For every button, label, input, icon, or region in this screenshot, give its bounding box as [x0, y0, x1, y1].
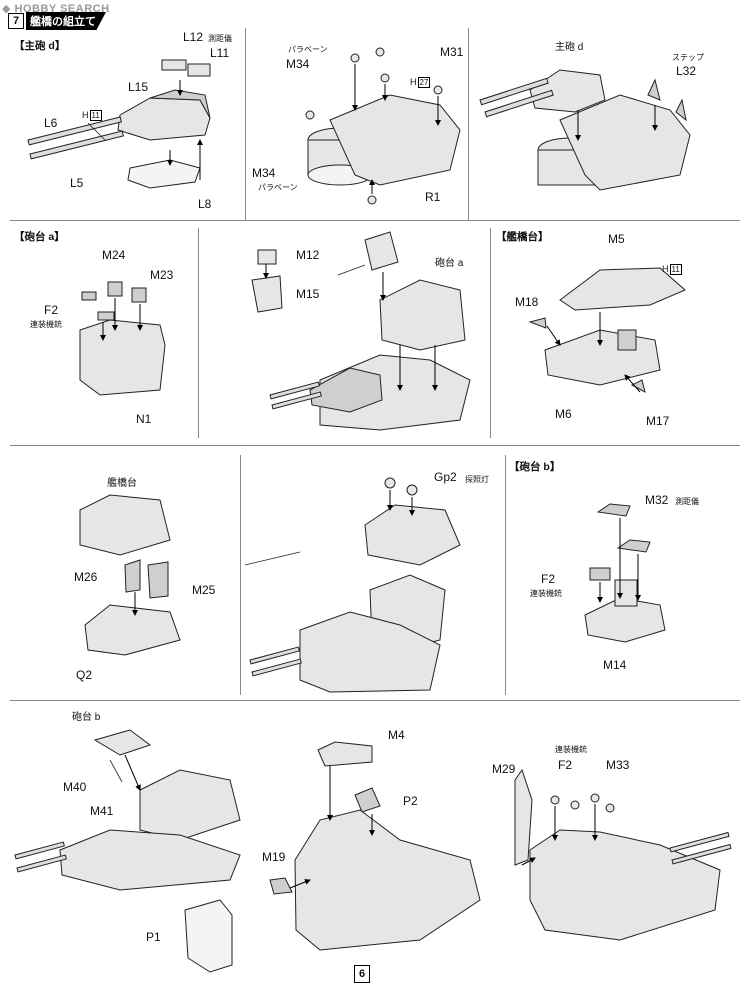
r1-deck-drawing	[305, 47, 461, 205]
label-L32: L32	[676, 64, 697, 78]
label-gun-mount-a2: 砲台 a	[435, 258, 464, 269]
divider-v3	[198, 228, 199, 438]
divider-row1	[10, 220, 740, 221]
note-twin-mg-a: 連装機銃	[30, 320, 62, 329]
label-F2c: F2	[558, 758, 573, 772]
label-N1: N1	[136, 412, 152, 426]
label-Q2: Q2	[76, 668, 93, 682]
divider-v5	[240, 455, 241, 695]
section-gun-mount-b: 【砲台 b】	[509, 461, 561, 473]
note-rangefinder-b: 測距儀	[675, 497, 699, 506]
label-M31: M31	[440, 45, 464, 59]
page-number: 6	[354, 965, 370, 983]
m14-drawing	[584, 503, 666, 643]
label-L8: L8	[198, 197, 212, 211]
step-title: 艦橋の組立て	[26, 12, 106, 30]
note-paravane-b: パラベーン	[258, 183, 298, 192]
label-L6: L6	[44, 116, 58, 130]
label-Gp2: Gp2	[434, 470, 457, 484]
label-M5: M5	[608, 232, 625, 246]
label-gun-mount-b2: 砲台 b	[72, 712, 101, 723]
label-M29: M29	[492, 762, 516, 776]
section-gun-mount-a: 【砲台 a】	[14, 231, 65, 243]
tower-center-drawing	[269, 741, 481, 951]
bridge-gunmount-drawing	[244, 477, 461, 693]
label-M40: M40	[63, 780, 87, 794]
label-P2: P2	[403, 794, 418, 808]
section-bridge-deck: 【艦橋台】	[496, 231, 549, 243]
label-M18: M18	[515, 295, 539, 309]
label-M25: M25	[192, 583, 216, 597]
label-F2a: F2	[44, 303, 59, 317]
label-M6: M6	[555, 407, 572, 421]
label-M19: M19	[262, 850, 286, 864]
label-M32: M32	[645, 493, 669, 507]
label-M41: M41	[90, 804, 114, 818]
n1-drawing	[79, 281, 166, 396]
step-number: 7	[8, 13, 24, 29]
step-header: 7 艦橋の組立て	[8, 12, 106, 30]
label-L11: L11	[210, 46, 230, 60]
label-L5: L5	[70, 176, 84, 190]
gun-mount-a-drawing	[251, 231, 471, 431]
divider-row2	[10, 445, 740, 446]
main-gun-d-drawing	[27, 59, 211, 189]
label-M33: M33	[606, 758, 630, 772]
note-searchlight: 探照灯	[465, 475, 489, 484]
label-M34b: M34	[252, 166, 276, 180]
label-M12: M12	[296, 248, 320, 262]
divider-v1	[245, 28, 246, 220]
label-L12: L12	[183, 30, 204, 44]
label-R1: R1	[425, 190, 441, 204]
note-step: ステップ	[672, 53, 704, 62]
divider-v4	[490, 228, 491, 438]
divider-v6	[505, 455, 506, 695]
label-P1: P1	[146, 930, 161, 944]
note-twin-mg-c: 連装機銃	[555, 745, 587, 754]
q2-assembly-drawing	[79, 494, 181, 656]
label-bridge-deck2: 艦橋台	[107, 478, 137, 489]
note-paravane-a: パラベーン	[288, 45, 328, 54]
label-main-gun-d2: 主砲 d	[555, 42, 584, 53]
label-M14: M14	[603, 658, 627, 672]
note-rangefinder-a: 測距儀	[208, 34, 232, 43]
tower-left-drawing	[14, 729, 241, 973]
label-M34a: M34	[286, 57, 310, 71]
divider-row3	[10, 700, 740, 701]
label-M17: M17	[646, 414, 670, 428]
label-M26: M26	[74, 570, 98, 584]
main-gun-on-deck-drawing	[479, 69, 691, 191]
tower-right-drawing	[514, 768, 732, 941]
label-F2b: F2	[541, 572, 556, 586]
bridge-deck-drawing	[528, 267, 686, 393]
label-L15: L15	[128, 80, 149, 94]
section-main-gun-d: 【主砲 d】	[14, 40, 66, 52]
label-M23: M23	[150, 268, 174, 282]
label-M15: M15	[296, 287, 320, 301]
label-M4: M4	[388, 728, 405, 742]
divider-v2	[468, 28, 469, 220]
label-M24: M24	[102, 248, 126, 262]
note-twin-mg-b: 連装機銃	[530, 589, 562, 598]
